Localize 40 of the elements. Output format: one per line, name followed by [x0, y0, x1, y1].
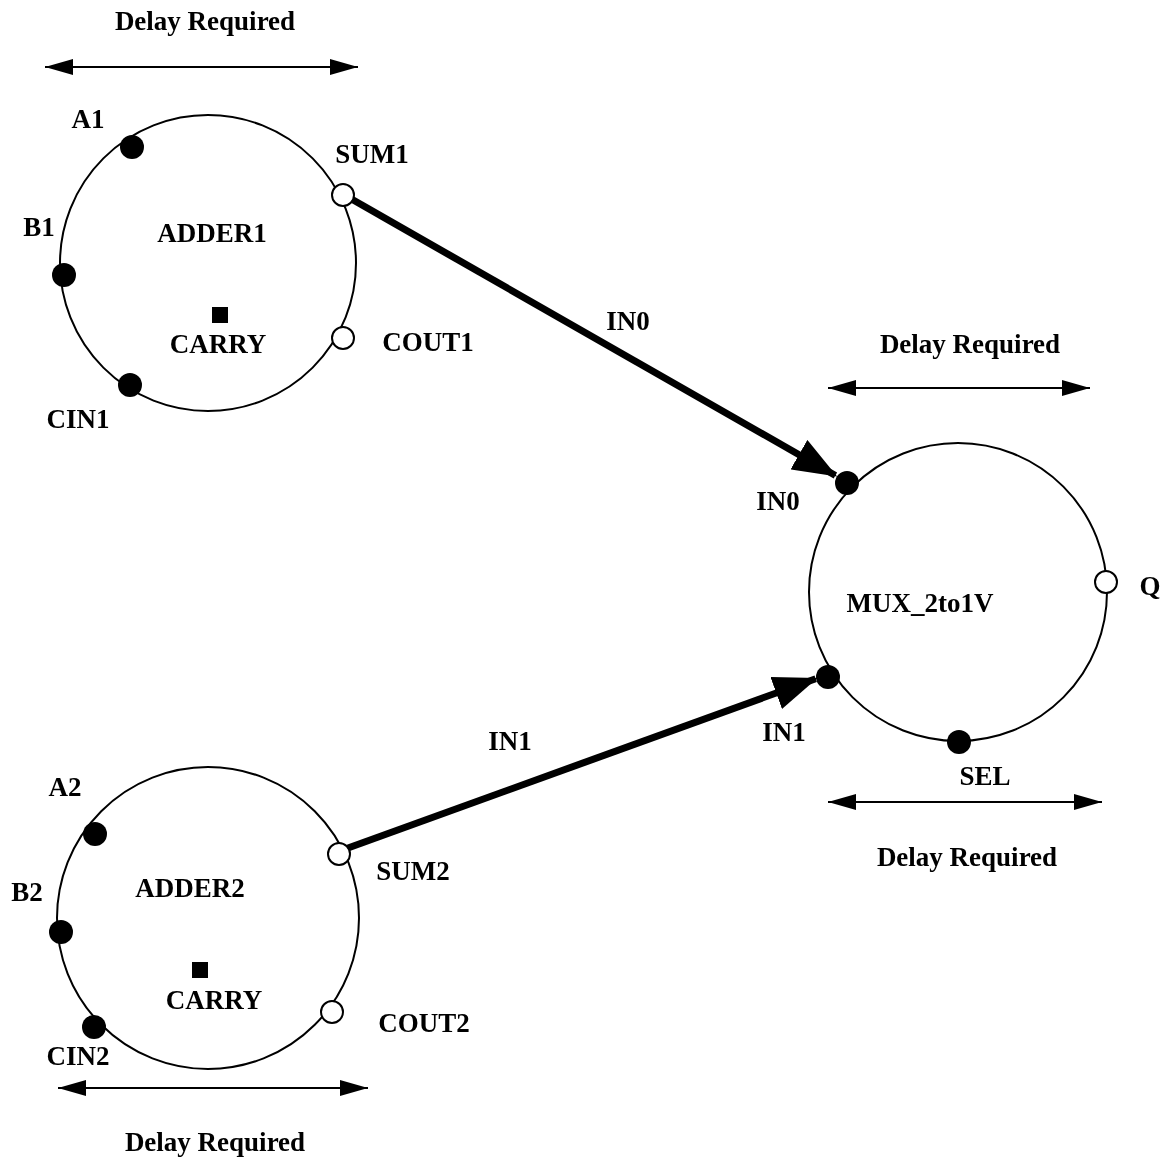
- port-label: IN0: [756, 487, 800, 517]
- port-label: COUT2: [378, 1009, 470, 1039]
- block-name: ADDER2: [135, 874, 245, 904]
- block-name: MUX_2to1V: [846, 589, 994, 619]
- open-port-circle: [1094, 570, 1118, 594]
- delay-label: Delay Required: [876, 843, 1058, 873]
- open-port-circle: [331, 326, 355, 350]
- filled-port-dot: [82, 1015, 106, 1039]
- filled-port-dot: [816, 665, 840, 689]
- port-label: CARRY: [169, 330, 267, 360]
- delay-label: Delay Required: [114, 7, 296, 37]
- filled-port-dot: [49, 920, 73, 944]
- filled-port-dot: [83, 822, 107, 846]
- filled-port-dot: [52, 263, 76, 287]
- square-marker: [212, 307, 228, 323]
- port-label: CARRY: [165, 986, 263, 1016]
- port-label: IN1: [762, 718, 806, 748]
- arrow: [346, 675, 818, 852]
- filled-port-dot: [835, 471, 859, 495]
- delay-label: Delay Required: [124, 1128, 306, 1158]
- port-label: Q: [1139, 572, 1161, 602]
- block-name: ADDER1: [157, 219, 267, 249]
- port-label: A1: [71, 105, 105, 135]
- port-label: B2: [11, 878, 43, 908]
- delay-label: Delay Required: [879, 330, 1061, 360]
- port-label: B1: [23, 213, 55, 243]
- port-label: SUM2: [376, 857, 450, 887]
- filled-port-dot: [947, 730, 971, 754]
- port-label: COUT1: [382, 328, 474, 358]
- filled-port-dot: [120, 135, 144, 159]
- port-label: CIN1: [46, 405, 110, 435]
- square-marker: [192, 962, 208, 978]
- port-label: SUM1: [335, 140, 409, 170]
- filled-port-dot: [118, 373, 142, 397]
- open-port-circle: [331, 183, 355, 207]
- port-label: SEL: [959, 762, 1011, 792]
- port-label: CIN2: [46, 1042, 110, 1072]
- open-port-circle: [320, 1000, 344, 1024]
- port-label: A2: [48, 773, 82, 803]
- open-port-circle: [327, 842, 351, 866]
